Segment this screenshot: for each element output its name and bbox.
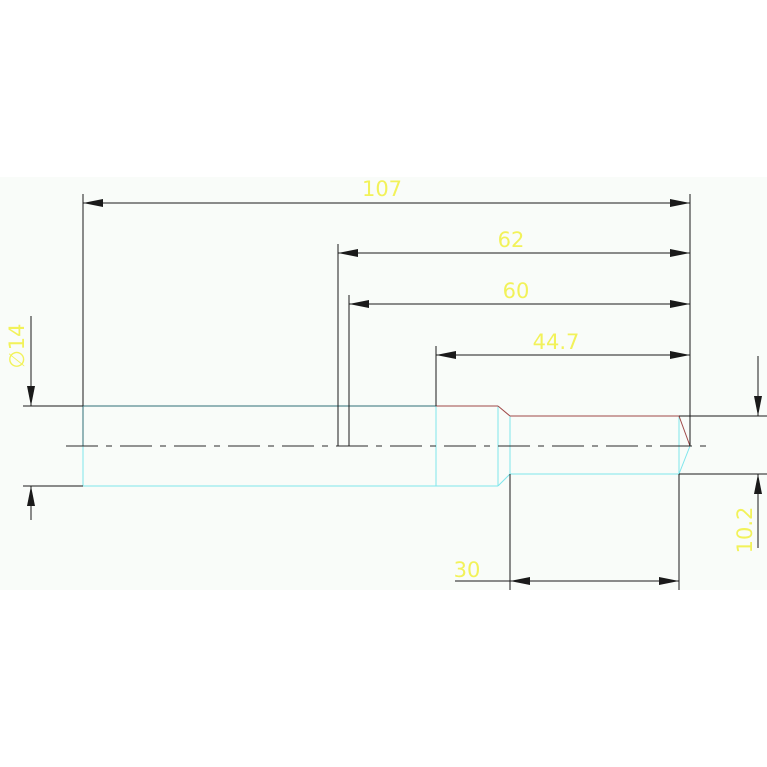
part-chamfer-top (497, 405, 511, 417)
dimension-lines (27, 199, 762, 585)
dim-text-d10-2: 10.2 (733, 507, 757, 554)
part-outline (82, 405, 691, 487)
extension-lines (23, 194, 767, 590)
part-right-end-chamfer (678, 415, 691, 447)
dim-text-44-7: 44.7 (533, 330, 580, 354)
part-right-chamfer (678, 445, 691, 475)
dim-text-30: 30 (454, 558, 481, 582)
part-chamfer-bottom (497, 473, 511, 487)
dim-text-62: 62 (498, 228, 525, 252)
dim-text-107: 107 (362, 177, 402, 201)
dim-text-d14: ∅14 (5, 323, 29, 368)
drawing-area (0, 177, 767, 590)
dim-text-60: 60 (503, 279, 530, 303)
